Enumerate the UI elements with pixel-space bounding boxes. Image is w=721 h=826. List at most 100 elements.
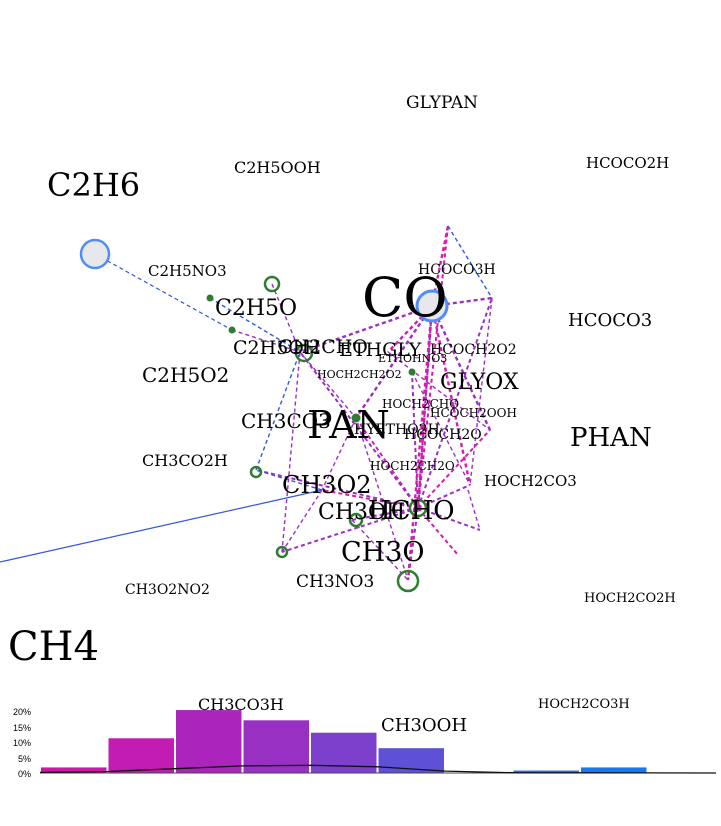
reaction-edges: [0, 225, 493, 581]
reaction-edge: [407, 507, 419, 581]
label-hcoch2o[interactable]: HCOCH2O: [404, 427, 482, 443]
reaction-edge: [387, 351, 491, 431]
y-tick-label: 20%: [13, 707, 31, 717]
reaction-edge: [209, 297, 301, 353]
reaction-edge: [417, 507, 481, 531]
y-tick-label: 5%: [18, 754, 31, 764]
reaction-edge: [355, 305, 433, 419]
node-ch3o[interactable]: [396, 569, 420, 593]
label-hoch2ch2o[interactable]: HOCH2CH2O: [370, 459, 455, 473]
node-co[interactable]: [415, 289, 449, 323]
reaction-edge: [417, 225, 449, 509]
histogram-bar: [243, 720, 309, 773]
label-hcoco2h[interactable]: HCOCO2H: [586, 154, 669, 172]
label-phan[interactable]: PHAN: [570, 423, 652, 453]
label-hoch2ch2o2[interactable]: HOCH2CH2O2: [317, 368, 402, 381]
reaction-edge: [411, 371, 471, 486]
species-labels: GLYPAN C2H6 C2H5OOH HCOCO2H C2H5NO3 HCOC…: [8, 93, 676, 736]
reaction-edge: [406, 305, 434, 581]
histogram-bar: [41, 767, 107, 773]
reaction-edge: [417, 297, 493, 509]
node-small[interactable]: [351, 413, 361, 423]
y-tick-label: 0%: [18, 769, 31, 779]
label-glyox[interactable]: GLYOX: [440, 370, 519, 395]
label-pan[interactable]: PAN: [307, 403, 390, 447]
label-ch3oh[interactable]: CH3OH: [318, 500, 405, 525]
node-small[interactable]: [408, 368, 416, 376]
reaction-edge: [467, 489, 481, 531]
reaction-edge: [281, 507, 419, 553]
reaction-edge: [447, 225, 493, 299]
label-hcoch2ooh[interactable]: HCOCH2OOH: [430, 406, 517, 420]
label-ch3no3[interactable]: CH3NO3: [296, 572, 374, 592]
reaction-edge: [271, 283, 301, 353]
label-hoch2co2h[interactable]: HOCH2CO2H: [584, 591, 676, 606]
label-ch3ooh[interactable]: CH3OOH: [381, 715, 467, 736]
histogram-bar: [581, 767, 647, 773]
label-hoch2co3h[interactable]: HOCH2CO3H: [538, 697, 630, 712]
reaction-edge: [411, 371, 419, 509]
label-ch3co2h[interactable]: CH3CO2H: [142, 451, 228, 470]
label-c2h5oh[interactable]: C2H5OH: [233, 337, 320, 359]
label-glypan[interactable]: GLYPAN: [406, 93, 478, 113]
label-c2h6[interactable]: C2H6: [47, 166, 140, 204]
label-ch2cho[interactable]: CH2CHO: [278, 336, 368, 358]
node-hcho[interactable]: [408, 498, 428, 518]
node-small[interactable]: [228, 326, 236, 334]
reaction-edge: [469, 297, 493, 486]
label-hcoch2o2[interactable]: HCOCH2O2: [430, 342, 517, 358]
reaction-edge: [299, 304, 433, 354]
reaction-edge: [255, 469, 323, 491]
reaction-edge: [417, 429, 491, 509]
label-co[interactable]: CO: [362, 266, 448, 329]
node-ch2cho[interactable]: [294, 343, 314, 363]
histogram-bars: [41, 710, 647, 773]
label-ch3o2[interactable]: CH3O2: [282, 471, 372, 499]
node-ch3no3[interactable]: [275, 545, 289, 559]
node-c2h5no3[interactable]: [263, 275, 281, 293]
label-hcoco3h[interactable]: HCOCO3H: [418, 262, 496, 278]
reaction-edge: [281, 351, 301, 553]
label-ethgly[interactable]: ETHGLY: [339, 339, 422, 361]
node-ch3oh[interactable]: [348, 512, 364, 528]
node-ch3co2h[interactable]: [249, 465, 263, 479]
reaction-edge: [430, 305, 472, 486]
reaction-edge: [94, 253, 233, 331]
histogram-bar: [108, 738, 174, 773]
label-ethohno3[interactable]: ETHOHNO3: [378, 352, 447, 365]
label-ch3co3[interactable]: CH3CO3: [241, 409, 331, 433]
label-ch3o[interactable]: CH3O: [341, 537, 425, 568]
reaction-edge: [321, 417, 357, 491]
label-ch4[interactable]: CH4: [8, 624, 99, 670]
histogram: 0% 5% 10% 15% 20%: [13, 707, 717, 779]
node-small[interactable]: [206, 294, 214, 302]
node-c2h6[interactable]: [79, 238, 111, 270]
reaction-edge: [299, 351, 357, 419]
density-curve: [39, 764, 717, 774]
label-c2h5ooh[interactable]: C2H5OOH: [234, 158, 321, 177]
reaction-edge: [417, 507, 459, 556]
label-c2h5o[interactable]: C2H5O: [215, 296, 297, 321]
label-hcho[interactable]: HCHO: [368, 496, 455, 526]
label-c2h5no3[interactable]: C2H5NO3: [148, 262, 227, 280]
reaction-edge: [355, 417, 419, 509]
species-nodes: [79, 238, 449, 593]
reaction-edge: [281, 489, 323, 553]
reaction-edge: [355, 417, 409, 581]
label-hcoco3[interactable]: HCOCO3: [568, 310, 652, 331]
label-hoch2cho[interactable]: HOCH2CHO: [382, 397, 459, 411]
histogram-y-axis: 0% 5% 10% 15% 20%: [13, 707, 31, 779]
histogram-bar: [176, 710, 242, 773]
label-hoch2co3[interactable]: HOCH2CO3: [484, 472, 577, 490]
y-tick-label: 10%: [13, 738, 31, 748]
reaction-edge: [231, 329, 301, 353]
reaction-edge: [0, 489, 323, 563]
reaction-edge: [416, 305, 434, 509]
label-ch3o2no2[interactable]: CH3O2NO2: [125, 582, 210, 598]
label-ch3co3h[interactable]: CH3CO3H: [198, 695, 284, 714]
label-c2h5o2[interactable]: C2H5O2: [142, 363, 229, 387]
reaction-edge: [417, 484, 471, 509]
label-hyetho2h[interactable]: HYETHO2H: [354, 422, 440, 438]
reaction-edge: [299, 351, 419, 509]
